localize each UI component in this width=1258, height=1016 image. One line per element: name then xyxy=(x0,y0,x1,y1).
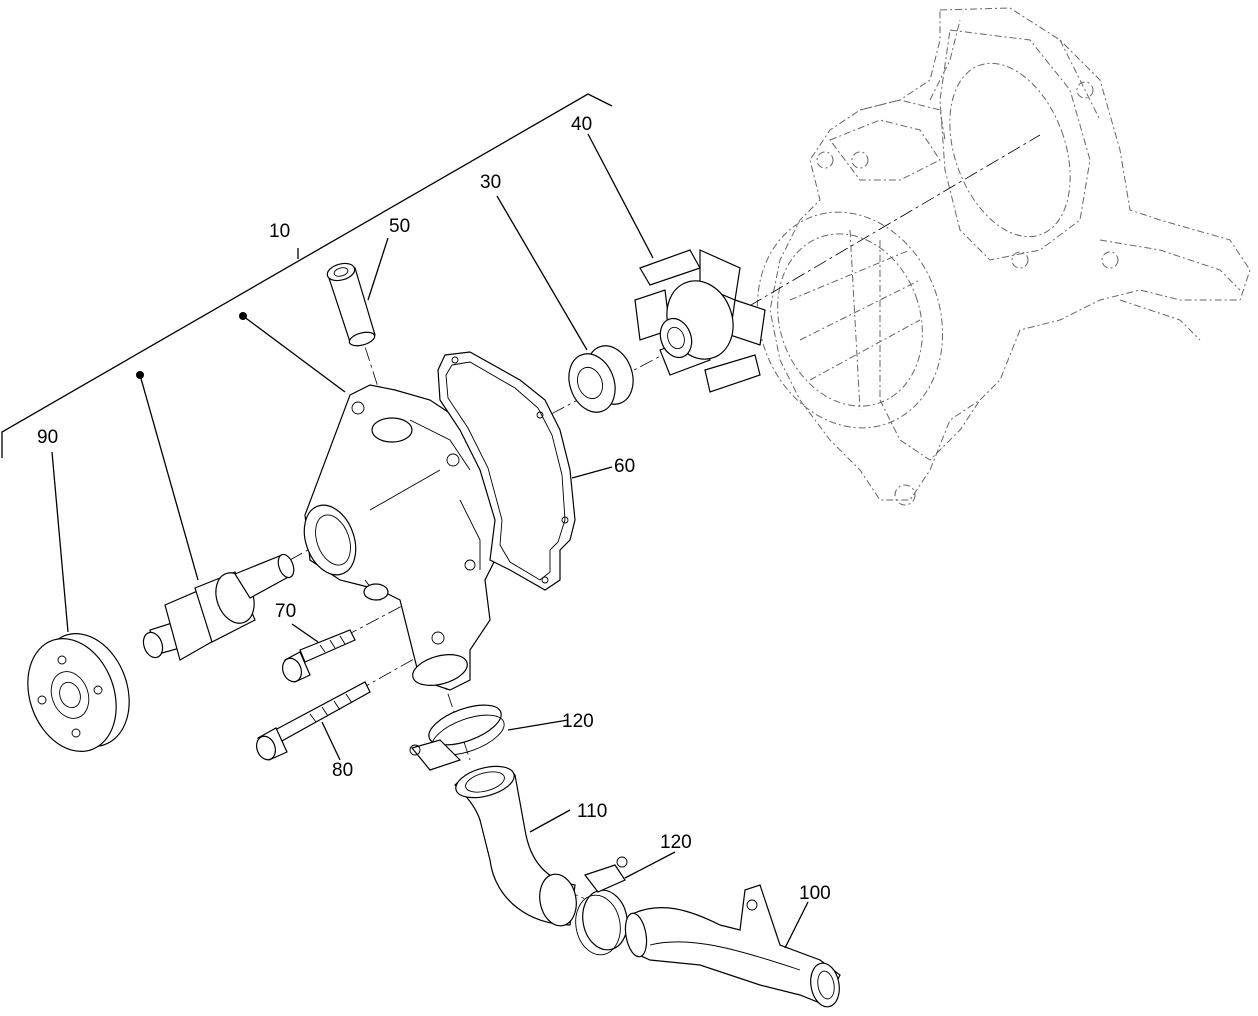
bullet-dot xyxy=(136,371,144,379)
callout-80: 80 xyxy=(332,760,353,781)
pump-housing-part xyxy=(303,384,501,691)
callout-10: 10 xyxy=(269,221,290,242)
callout-labels: 10 50 30 40 90 60 70 80 120 110 120 100 xyxy=(37,114,831,904)
leader-lines xyxy=(51,133,809,949)
engine-block-ghost xyxy=(756,7,1251,506)
bolt-part-70 xyxy=(281,629,356,683)
callout-90: 90 xyxy=(37,427,58,448)
callout-50: 50 xyxy=(389,216,410,237)
bolt-part-80 xyxy=(255,681,371,761)
pulley-part-90 xyxy=(27,633,130,752)
item-10-bracket xyxy=(1,93,613,458)
hose-clamp-part-120b xyxy=(575,856,628,956)
hose-clamp-part-120a xyxy=(409,704,505,771)
impeller-part-40 xyxy=(634,249,766,393)
callout-30: 30 xyxy=(480,172,501,193)
seal-part-30 xyxy=(568,345,634,413)
gasket-part-60 xyxy=(437,351,576,591)
callout-120-lower: 120 xyxy=(660,832,692,853)
callout-60: 60 xyxy=(614,456,635,477)
callout-70: 70 xyxy=(275,601,296,622)
pipe-part-100 xyxy=(624,884,841,1008)
pin-part-50 xyxy=(326,262,376,347)
callout-110: 110 xyxy=(577,801,607,822)
hose-part-110 xyxy=(454,765,577,927)
bearing-shaft-part xyxy=(142,553,295,661)
callout-40: 40 xyxy=(571,114,592,135)
callout-120-upper: 120 xyxy=(562,711,594,732)
bullet-dot xyxy=(239,312,247,320)
callout-100: 100 xyxy=(799,883,831,904)
